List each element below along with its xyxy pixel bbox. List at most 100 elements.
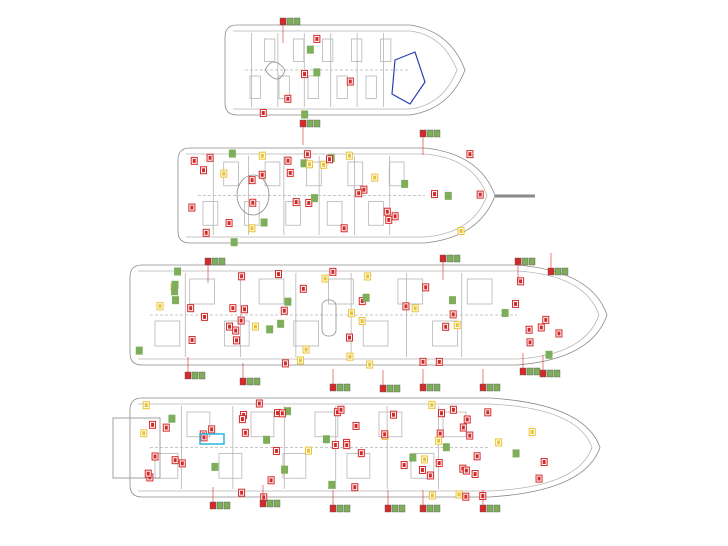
fire-extinguisher-icon: [286, 168, 294, 177]
escape-route-icon: [228, 149, 236, 158]
escape-route-icon: [171, 280, 179, 289]
hull-outline: [129, 397, 601, 498]
room-furniture: [397, 278, 424, 305]
escape-route-icon: [171, 287, 179, 296]
symbol-glyph: [539, 325, 543, 330]
symbol-glyph: [243, 430, 247, 435]
warning-sign-icon: [320, 160, 328, 169]
symbol-glyph: [283, 467, 287, 472]
symbol-glyph: [210, 427, 214, 432]
symbol-glyph: [234, 328, 238, 333]
symbol-glyph: [303, 72, 307, 77]
escape-route-icon: [501, 308, 509, 317]
fire-extinguisher-icon: [201, 312, 209, 321]
safety-callout: [384, 490, 406, 513]
symbol-glyph: [323, 276, 327, 281]
symbol-glyph: [335, 410, 339, 415]
symbol-glyph: [189, 306, 193, 311]
muster-icon: [216, 501, 224, 510]
safety-callout: [479, 369, 501, 392]
fire-extinguisher-icon: [272, 446, 280, 455]
warning-sign-icon: [358, 317, 366, 326]
fire-extinguisher-icon: [525, 325, 533, 334]
fire-extinguisher-icon: [313, 34, 321, 43]
symbol-glyph: [438, 431, 442, 436]
symbol-glyph: [342, 226, 346, 231]
muster-icon: [426, 504, 434, 513]
muster-icon: [386, 384, 394, 393]
symbol-glyph: [373, 175, 377, 180]
fire-extinguisher-icon: [284, 156, 292, 165]
fire-extinguisher-icon: [542, 315, 550, 324]
symbol-glyph: [144, 403, 148, 408]
symbol-glyph: [274, 448, 278, 453]
fire-extinguisher-icon: [178, 459, 186, 468]
symbol-glyph: [324, 437, 328, 442]
fire-extinguisher-icon: [255, 399, 263, 408]
room-furniture: [347, 161, 364, 187]
room-furniture: [258, 278, 285, 305]
symbol-glyph: [475, 454, 479, 459]
safety-callout: [419, 490, 441, 513]
muster-icon: [453, 254, 461, 263]
symbol-glyph: [353, 485, 357, 490]
symbol-glyph: [348, 354, 352, 359]
fire-extinguisher-icon: [345, 333, 353, 342]
muster-icon: [398, 504, 406, 513]
muster-icon: [546, 369, 554, 378]
symbol-glyph: [368, 362, 372, 367]
fire-extinguisher-icon: [200, 166, 208, 175]
muster-icon: [486, 504, 494, 513]
symbol-glyph: [459, 228, 463, 233]
symbol-glyph: [473, 472, 477, 477]
fire-extinguisher-icon: [188, 203, 196, 212]
lower-deck: [129, 397, 601, 498]
fire-extinguisher-icon: [449, 310, 457, 319]
fire-extinguisher-icon: [555, 329, 563, 338]
symbol-glyph: [464, 468, 468, 473]
symbol-glyph: [280, 411, 284, 416]
symbol-glyph: [402, 463, 406, 468]
symbol-glyph: [383, 432, 387, 437]
fire-extinguisher-icon: [337, 405, 345, 414]
deck-edge: [138, 403, 593, 492]
symbol-glyph: [366, 274, 370, 279]
room-furniture: [223, 320, 250, 347]
fire-extinguisher-icon: [466, 150, 474, 159]
fire-extinguisher-icon: [280, 306, 288, 315]
muster-icon: [528, 257, 536, 266]
symbol-glyph: [180, 461, 184, 466]
muster-icon: [336, 383, 344, 392]
symbol-glyph: [231, 306, 235, 311]
symbol-glyph: [404, 304, 408, 309]
fire-extinguisher-icon: [346, 77, 354, 86]
safety-callout: [279, 17, 301, 43]
symbol-glyph: [227, 221, 231, 226]
muster-icon: [253, 377, 261, 386]
fire-extinguisher-icon: [238, 415, 246, 424]
escape-route-icon: [174, 267, 182, 276]
symbol-glyph: [528, 340, 532, 345]
warning-sign-icon: [304, 446, 312, 455]
fire-extinguisher-icon: [259, 109, 267, 118]
room-furniture: [278, 75, 290, 99]
symbol-glyph: [304, 347, 308, 352]
warning-sign-icon: [435, 436, 443, 445]
fire-extinguisher-icon: [431, 190, 439, 199]
escape-route-icon: [362, 293, 370, 302]
room-furniture: [368, 201, 384, 226]
warning-sign-icon: [364, 272, 372, 281]
symbol-glyph: [240, 274, 244, 279]
muster-icon: [493, 504, 501, 513]
symbol-glyph: [428, 473, 432, 478]
symbol-glyph: [308, 47, 312, 52]
fire-icon: [204, 257, 212, 266]
room-furniture: [351, 38, 363, 62]
warning-sign-icon: [142, 401, 150, 410]
fire-extinguisher-icon: [331, 440, 339, 449]
warning-sign-icon: [346, 352, 354, 361]
deck-edge: [233, 30, 458, 110]
fire-extinguisher-icon: [281, 359, 289, 368]
safety-callout: [329, 369, 351, 392]
